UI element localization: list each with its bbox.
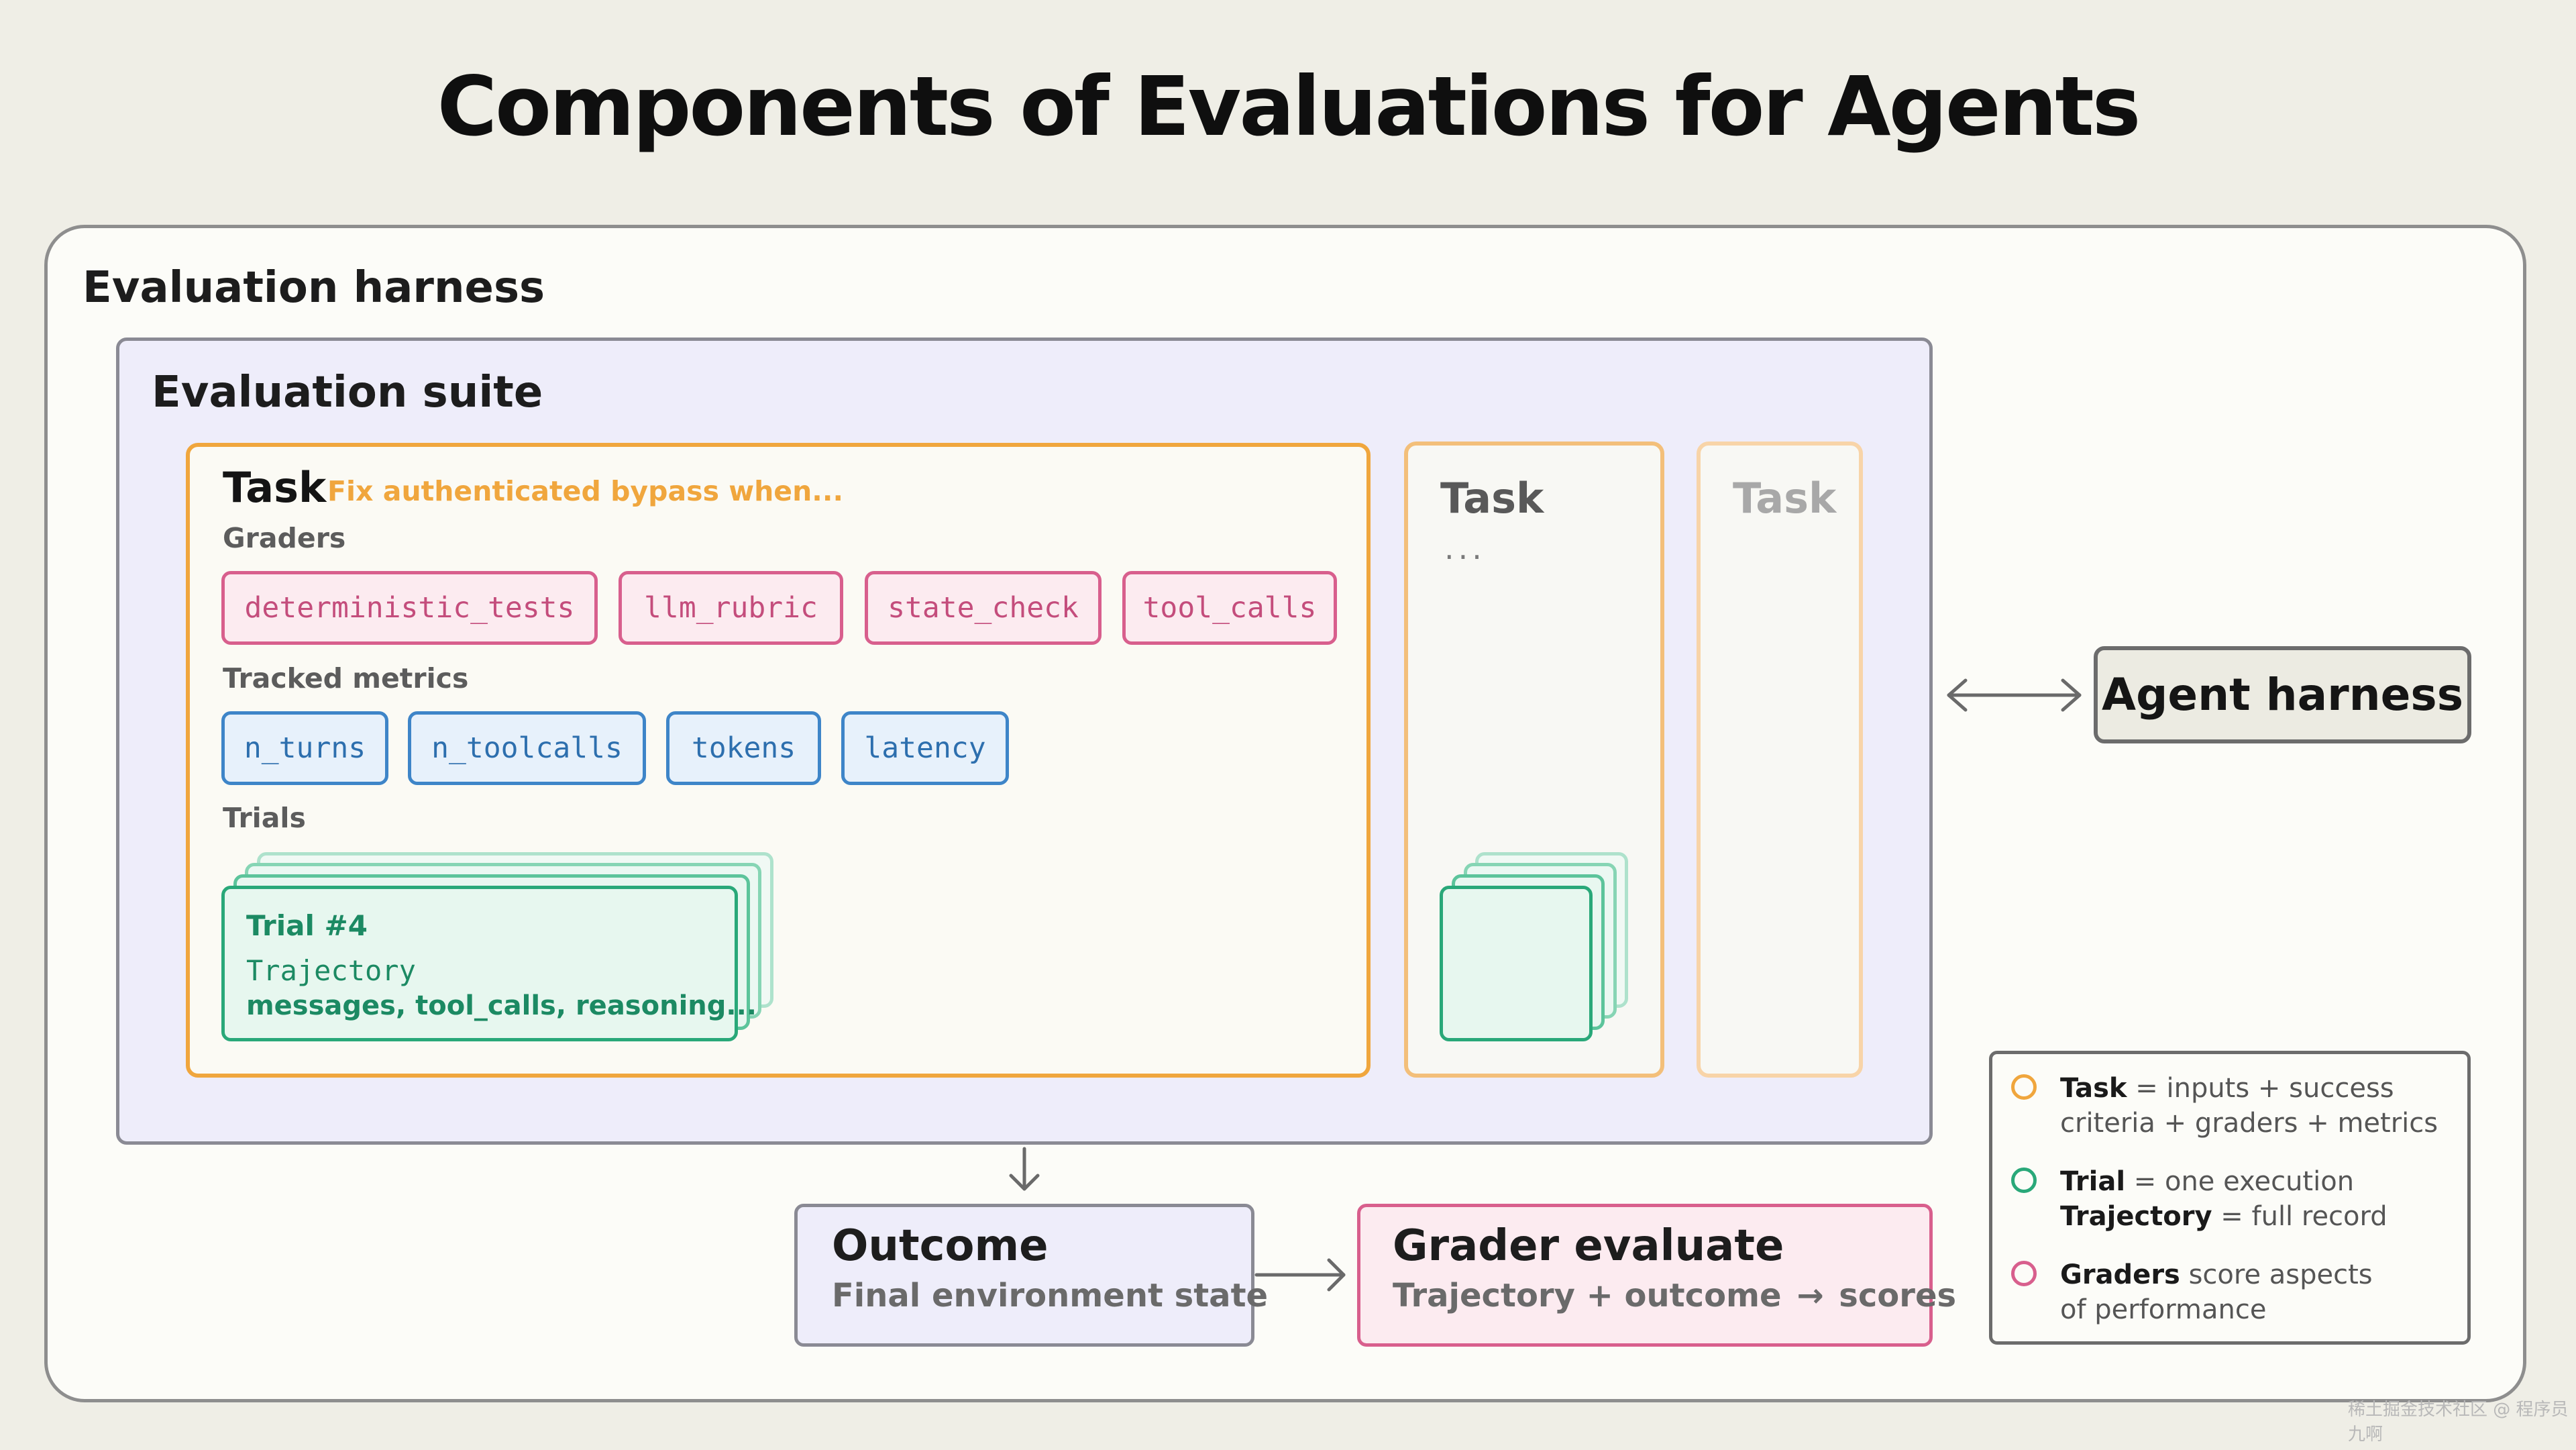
graders-label: Graders (223, 522, 346, 554)
legend-graders-circle-icon (2011, 1261, 2037, 1286)
trial-card-front (221, 886, 738, 1041)
evaluation-suite-label: Evaluation suite (152, 368, 543, 417)
grader-evaluate-box (1357, 1204, 1933, 1347)
task-label: Task (223, 463, 327, 512)
task-2-ellipsis: ... (1444, 530, 1486, 566)
metric-chip-tokens: tokens (666, 711, 821, 785)
grader-evaluate-subtitle-inputs: Trajectory + outcome (1393, 1277, 1782, 1314)
outcome-title: Outcome (832, 1221, 1049, 1271)
legend-graders-line2: of performance (2060, 1294, 2267, 1325)
grader-evaluate-subtitle-output: scores (1839, 1277, 1957, 1314)
metric-chip-n-toolcalls: n_toolcalls (408, 711, 646, 785)
legend-task-circle-icon (2011, 1074, 2037, 1100)
legend-graders-term: Graders (2060, 1259, 2180, 1290)
legend-trial-line1: = one execution (2125, 1166, 2355, 1197)
legend-box (1989, 1051, 2471, 1345)
legend-task-line1: = inputs + success (2127, 1073, 2394, 1104)
tracked-metrics-label: Tracked metrics (223, 662, 469, 694)
legend-task-line2: criteria + graders + metrics (2060, 1108, 2438, 1139)
task-card-3 (1697, 442, 1863, 1078)
legend-graders-text: Graders score aspects of performance (2060, 1257, 2373, 1327)
trials-label: Trials (223, 802, 306, 834)
legend-task-text: Task = inputs + success criteria + grade… (2060, 1071, 2438, 1141)
grader-evaluate-title: Grader evaluate (1393, 1221, 1784, 1271)
page-title: Components of Evaluations for Agents (437, 59, 2141, 154)
legend-task-term: Task (2060, 1073, 2127, 1104)
trial-trajectory-label: Trajectory (246, 954, 416, 987)
legend-graders-line1: score aspects (2180, 1259, 2373, 1290)
outcome-subtitle: Final environment state (832, 1277, 1269, 1314)
metric-chip-latency: latency (841, 711, 1009, 785)
trial-trajectory-contents: messages, tool_calls, reasoning... (246, 990, 757, 1021)
legend-trial-text: Trial = one execution Trajectory = full … (2060, 1164, 2387, 1234)
metric-chip-n-turns: n_turns (221, 711, 388, 785)
watermark: 稀土掘金技术社区 @ 程序员九啊 (2348, 1400, 2569, 1445)
grader-chip-state-check: state_check (865, 571, 1102, 645)
legend-trial-circle-icon (2011, 1168, 2037, 1193)
grader-chip-llm-rubric: llm_rubric (619, 571, 843, 645)
grader-evaluate-subtitle: Trajectory + outcome → scores (1393, 1277, 1956, 1314)
grader-chip-deterministic-tests: deterministic_tests (221, 571, 598, 645)
evaluation-harness-label: Evaluation harness (83, 263, 545, 313)
task-description: Fix authenticated bypass when... (327, 475, 844, 507)
agent-harness-box: Agent harness (2094, 646, 2471, 743)
arrow-right-icon: → (1796, 1277, 1824, 1314)
legend-trial-line2: = full record (2212, 1201, 2387, 1232)
grader-chip-tool-calls: tool_calls (1122, 571, 1337, 645)
task-3-label: Task (1733, 474, 1837, 523)
trial-title: Trial #4 (246, 909, 368, 942)
task-2-label: Task (1440, 474, 1544, 523)
legend-trial-term: Trial (2060, 1166, 2126, 1197)
legend-trajectory-term: Trajectory (2060, 1201, 2212, 1232)
outcome-box (794, 1204, 1254, 1347)
task-2-trial-card-front (1440, 886, 1593, 1041)
